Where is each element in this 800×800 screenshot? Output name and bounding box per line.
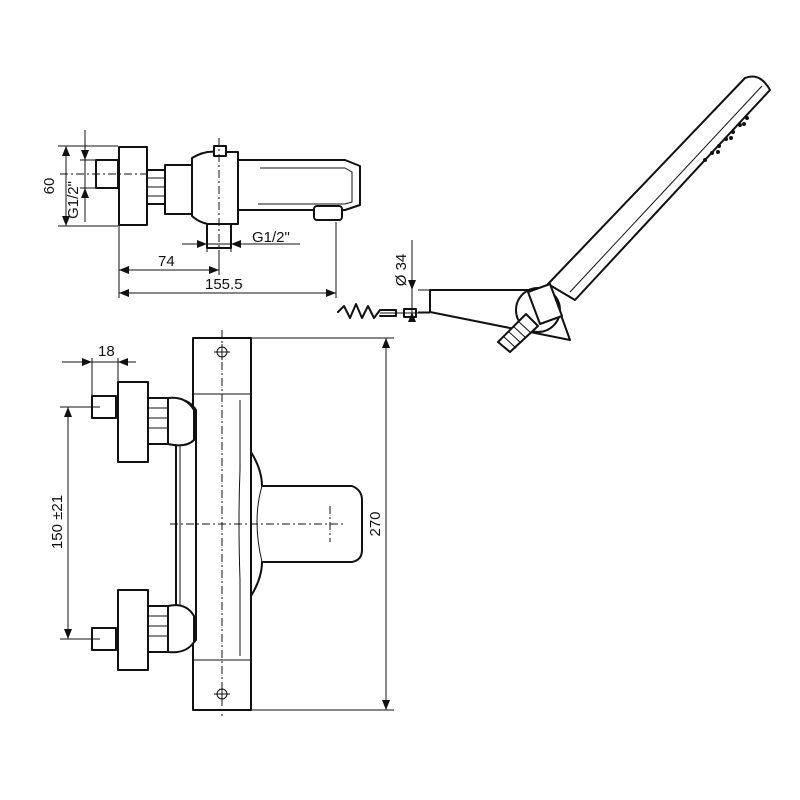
top-view-dimensions: 60 G1/2" G1/2" 74 155.5 <box>41 130 337 298</box>
wall-eccentric-plate <box>118 146 148 226</box>
wall-plug-screw <box>337 303 430 319</box>
front-view-dimensions: 18 150 ±21 270 <box>49 337 394 711</box>
dim-74-label: 74 <box>158 253 175 270</box>
spray-nozzles <box>703 116 749 162</box>
dim-18-label: 18 <box>98 343 115 360</box>
dim-150-label: 150 ±21 <box>49 495 66 549</box>
dim-155-label: 155.5 <box>205 276 243 293</box>
front-view-mixer <box>91 330 363 716</box>
top-cap <box>213 145 227 157</box>
top-eccentric <box>117 381 149 463</box>
front-spout <box>250 451 363 597</box>
shower-handle <box>547 75 771 301</box>
dim-60-label: 60 <box>41 178 58 195</box>
dim-270-label: 270 <box>367 511 384 536</box>
dim-diameter-label: Ø 34 <box>393 254 410 287</box>
mixer-body-left <box>164 164 193 215</box>
dim-thread-left-label: G1/2" <box>65 181 82 219</box>
mixer-body-center <box>191 150 239 226</box>
spout <box>237 159 361 211</box>
hose-collar <box>527 283 563 325</box>
bottom-inlet-nut <box>147 605 169 653</box>
top-inlet-nut <box>147 397 169 445</box>
top-view-mixer <box>60 138 361 250</box>
hand-shower-assembly: Ø 34 <box>337 75 771 353</box>
dim-thread-bottom-label: G1/2" <box>252 229 290 246</box>
spout-aerator <box>313 205 343 221</box>
bottom-eccentric <box>117 589 149 671</box>
hose-thread <box>497 313 539 353</box>
